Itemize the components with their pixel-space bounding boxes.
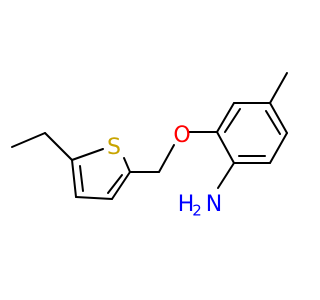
benzene-c4-c5-bond [269,132,288,164]
benzene-c3-c4-double-bond [265,110,281,135]
molecule-structure: S O H 2 N [11,72,288,220]
benzene-c1-c2-bond [216,102,235,133]
amine-n-label: N [206,192,222,217]
benzene-c3-c4-bond [269,102,288,134]
methyl-bond [269,72,288,104]
amine-subscript-label: 2 [192,202,202,220]
thiophene-c5-s-bond [71,148,104,161]
benzene-c1-c2-double-bond [224,108,241,133]
thiophene-c2-c3-bond [111,171,131,200]
benzene-c6-c1-bond [216,131,235,164]
ethyl-ch2-bond [44,132,73,161]
oxygen-label: O [173,123,190,148]
thiophene-c2-c3-double-bond [107,174,123,194]
amine-h-label: H [178,192,195,217]
thiophene-c3-c4-bond [75,196,113,200]
thiophene-c4-c5-bond [71,159,77,198]
thiophene-c4-c5-double-bond [79,165,84,192]
ethyl-ch3-bond [11,132,46,148]
thiophene-s-c2-bond [123,157,131,173]
sulfur-label: S [107,135,121,160]
methylene-oxygen-bond [158,144,175,173]
amine-bond [217,162,235,189]
